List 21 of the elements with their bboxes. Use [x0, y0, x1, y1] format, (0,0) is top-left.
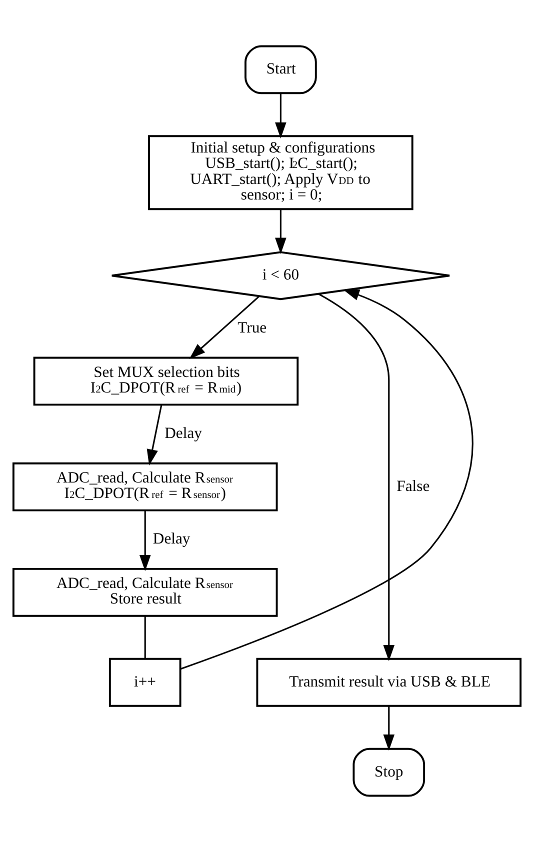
node-box: Initial setup & configurations USB_start(); I2C_start(); UART_start(); Apply VDD to sensor; i = 0;: [148, 134, 414, 210]
arrow: [383, 706, 395, 750]
connector: [144, 616, 146, 658]
node-box: ADC_read, Calculate Rsensor Store result: [12, 567, 278, 616]
node-box: i++: [108, 657, 182, 706]
edge-label: Delay: [152, 530, 190, 548]
node-box: ADC_read, Calculate Rsensor I2C_DPOT(Rref = Rsensor): [12, 462, 278, 511]
node-box: Set MUX selection bits I2C_DPOT(Rref = Rmid): [33, 356, 299, 406]
node-box: Transmit result via USB & BLE: [256, 657, 522, 706]
arrow: [189, 295, 260, 358]
arrow: [139, 510, 151, 571]
edge-label: True: [238, 318, 267, 336]
edge-label: Delay: [164, 424, 202, 442]
node-box: Start: [244, 44, 317, 94]
arrow: [275, 92, 286, 138]
arrow: [318, 292, 395, 661]
node-box: Stop: [352, 747, 426, 796]
arrow: [275, 209, 286, 254]
arrow: [146, 404, 162, 466]
arrow: [180, 289, 474, 670]
edge-label: False: [396, 477, 430, 494]
